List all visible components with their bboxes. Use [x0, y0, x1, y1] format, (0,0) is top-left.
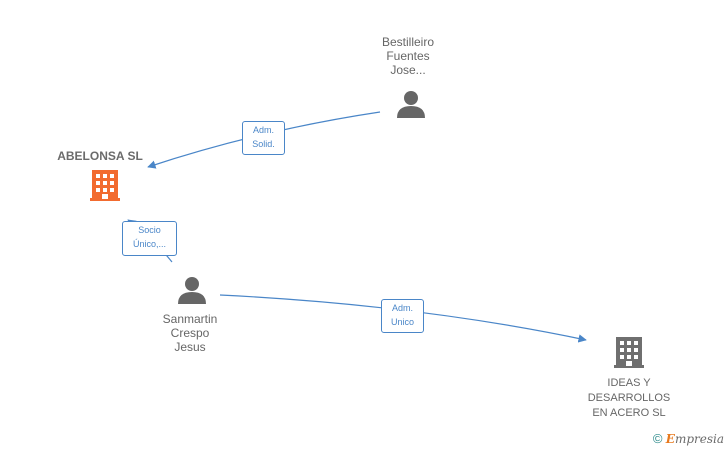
company-name-ideas[interactable]: IDEAS Y DESARROLLOS EN ACERO SL: [570, 376, 688, 421]
name-line: Jesus: [174, 340, 206, 354]
empresia-logo: © Empresia: [653, 431, 724, 446]
edge-label-line: Adm.: [252, 125, 274, 135]
brand-e: E: [665, 432, 675, 446]
person-icon[interactable]: [178, 277, 206, 304]
edge-label-line: Solid.: [252, 139, 275, 149]
copyright-symbol: ©: [652, 431, 663, 446]
edge-label-adm-unico[interactable]: Adm. Unico: [381, 299, 424, 333]
name-line: DESARROLLOS: [587, 392, 671, 404]
name-line: Sanmartin: [162, 312, 218, 326]
name-line: Bestilleiro: [381, 35, 435, 49]
person-name-sanmartin[interactable]: Sanmartin Crespo Jesus: [140, 312, 240, 354]
edge-label-line: Único,...: [132, 239, 166, 249]
edge-label-socio-unico[interactable]: Socio Único,...: [122, 221, 177, 256]
building-icon[interactable]: [614, 337, 644, 368]
name-line: EN ACERO SL: [592, 407, 666, 419]
edge-label-line: Socio: [138, 225, 161, 235]
name-line: IDEAS Y: [607, 377, 651, 389]
name-line: Crespo: [170, 326, 210, 340]
edge-label-line: Adm.: [391, 303, 413, 313]
name-line: Fuentes: [386, 49, 430, 63]
person-icon[interactable]: [397, 91, 425, 118]
name-line: Jose...: [390, 63, 426, 77]
company-name-abelonsa[interactable]: ABELONSA SL: [57, 149, 143, 163]
building-icon[interactable]: [90, 170, 120, 201]
brand-name: mpresia: [674, 432, 724, 446]
edge-label-line: Unico: [390, 317, 414, 327]
person-name-bestilleiro[interactable]: Bestilleiro Fuentes Jose...: [358, 35, 458, 77]
edge-label-adm-solid[interactable]: Adm. Solid.: [242, 121, 285, 155]
